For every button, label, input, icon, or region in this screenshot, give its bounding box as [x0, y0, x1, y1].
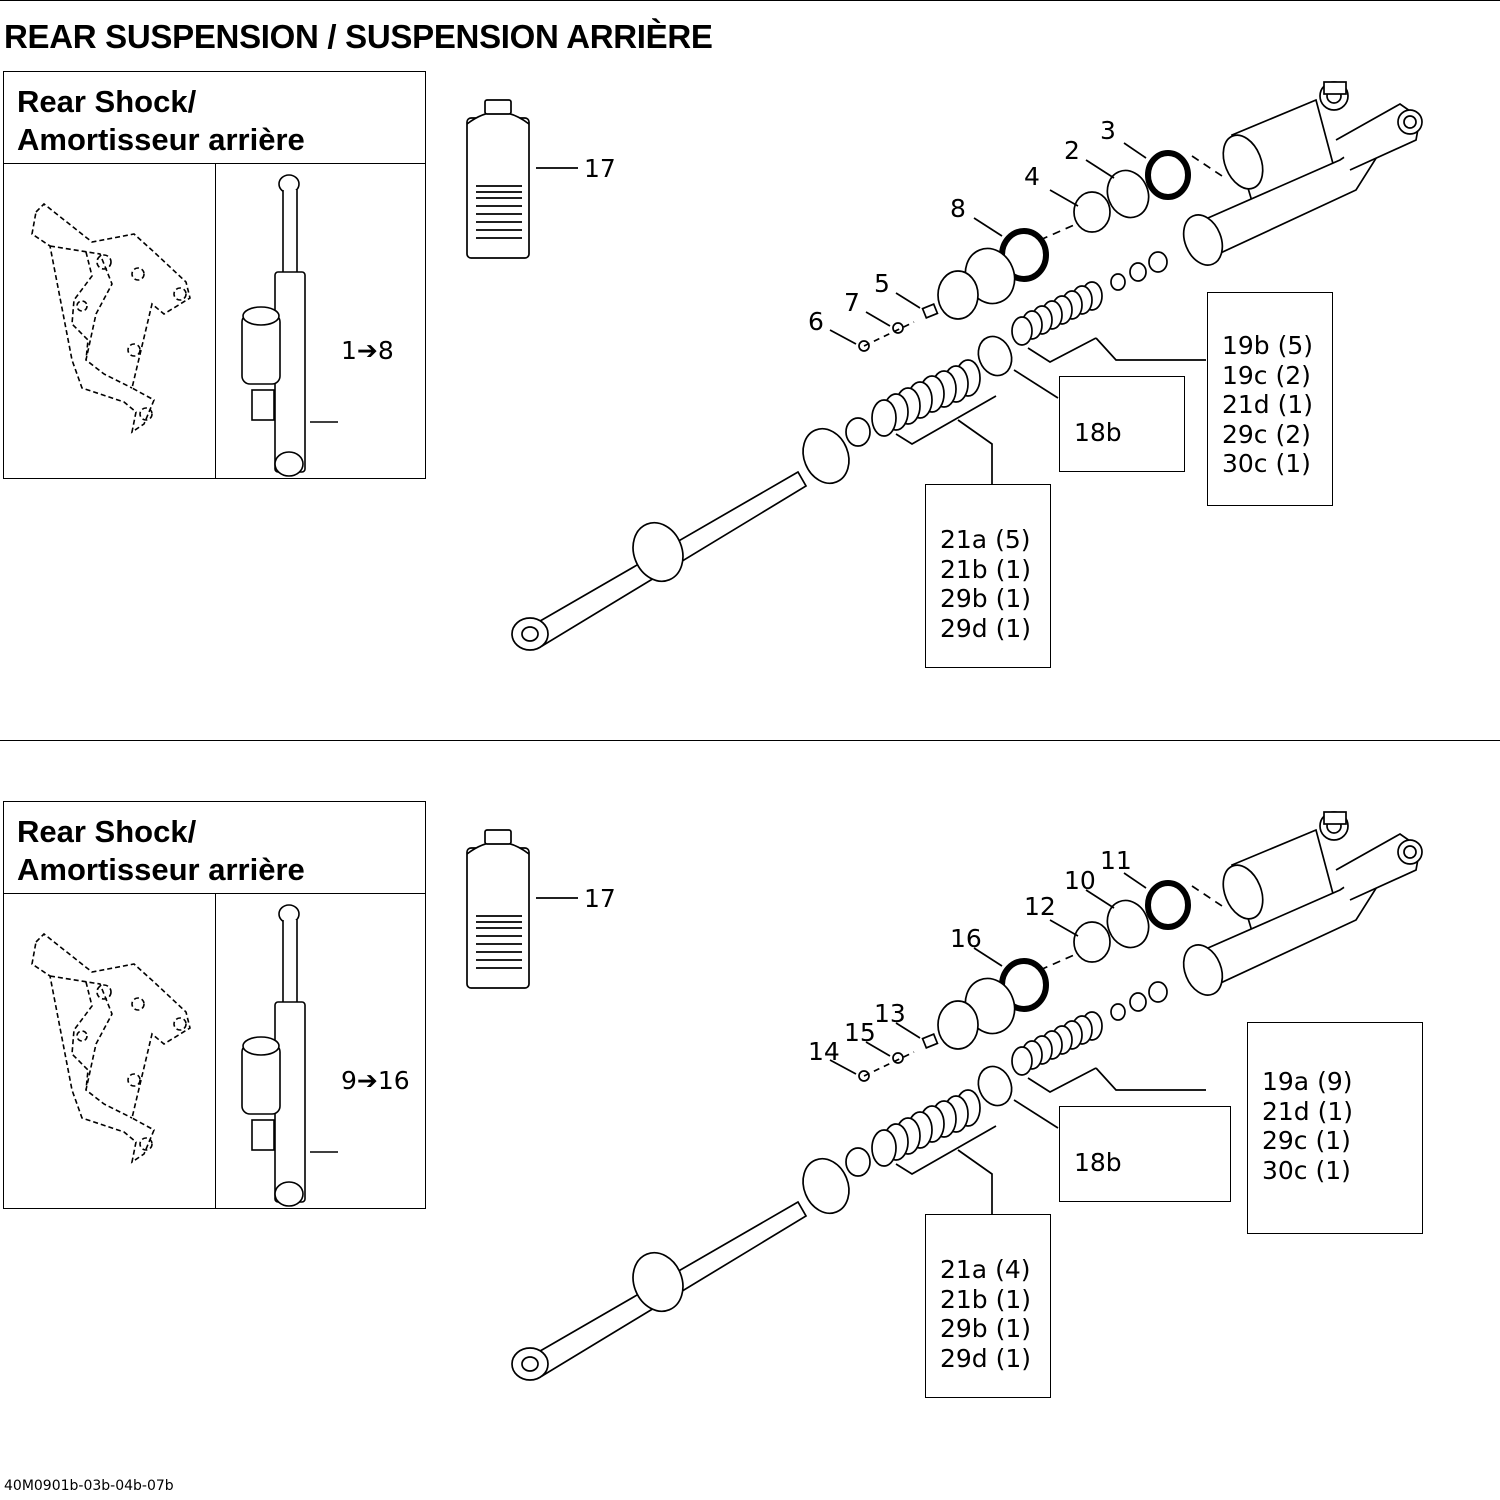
heading-english: Rear Shock/ — [17, 84, 197, 119]
locator-art — [31, 174, 338, 477]
heading-french: Amortisseur arrière — [17, 852, 305, 887]
locator-box: Rear Shock/ Amortisseur arrière — [3, 801, 426, 1209]
shaft-collar — [632, 521, 684, 583]
callout-part: 5 — [874, 269, 890, 298]
rear-stack-entry: 30c (1) — [1222, 449, 1311, 478]
shim-stack-front — [871, 359, 981, 437]
callout-part: 6 — [808, 307, 824, 336]
front-stack-entry: 21b (1) — [940, 554, 1032, 584]
rear-stack-entry: 19c (2) — [1222, 360, 1311, 390]
locator-box: Rear Shock/ Amortisseur arrière — [3, 71, 426, 479]
disc-part — [1073, 191, 1111, 233]
callout-part: 7 — [844, 288, 860, 317]
washer-part — [845, 417, 871, 447]
washer-part — [845, 1147, 871, 1177]
shaft-collar — [632, 1251, 684, 1313]
callout-part: 10 — [1064, 866, 1096, 895]
callout-part: 2 — [1064, 136, 1080, 165]
assembly-range-label: 9➔16 — [341, 1066, 410, 1095]
washer-part — [937, 1000, 979, 1050]
assembly-range-label: 1➔8 — [341, 336, 394, 365]
rear-stack-entry: 19a (9) — [1262, 1067, 1353, 1096]
callout-part: 15 — [844, 1018, 876, 1047]
callout-part: 13 — [874, 999, 906, 1028]
heading-french: Amortisseur arrière — [17, 122, 305, 157]
box-valve: 18b — [1059, 376, 1185, 472]
callout-oil: 17 — [584, 884, 616, 913]
locator-heading: Rear Shock/ Amortisseur arrière — [4, 72, 425, 164]
piston-part — [1106, 899, 1150, 949]
exploded-view — [466, 81, 1423, 651]
frame-locator-icon — [31, 932, 191, 1164]
rear-stack-entry: 29c (2) — [1222, 419, 1311, 449]
box-valve-label: 18b — [1074, 1148, 1122, 1177]
section-divider — [0, 740, 1500, 741]
o-ring-icon — [1145, 150, 1191, 200]
valve-body — [977, 335, 1013, 377]
piston-part — [1106, 169, 1150, 219]
locator-divider — [215, 164, 216, 478]
o-ring-icon — [1145, 880, 1191, 930]
front-stack-entry: 21a (5) — [940, 525, 1031, 554]
rear-stack-entry: 29c (1) — [1262, 1126, 1351, 1155]
callout-part: 12 — [1024, 892, 1056, 921]
page-title: REAR SUSPENSION / SUSPENSION ARRIÈRE — [4, 18, 713, 55]
callout-part: 16 — [950, 924, 982, 953]
callout-part: 3 — [1100, 116, 1116, 145]
front-stack-entry: 29d (1) — [940, 613, 1032, 643]
top-rule — [0, 0, 1500, 1]
locator-heading: Rear Shock/ Amortisseur arrière — [4, 802, 425, 894]
shock-assembly-icon — [1182, 81, 1423, 266]
callout-part: 4 — [1024, 162, 1040, 191]
valve-body — [977, 1065, 1013, 1107]
valve-core — [921, 303, 939, 319]
box-rear-stack: 19a (9)21d (1)29c (1)30c (1) — [1247, 1022, 1423, 1234]
shock-locator-icon — [241, 904, 306, 1207]
exploded-view — [466, 811, 1423, 1381]
box-front-stack: 21a (4)21b (1)29b (1)29d (1) — [925, 1214, 1051, 1398]
valve-core — [921, 1033, 939, 1049]
front-stack-entry: 29d (1) — [940, 1343, 1032, 1373]
locator-divider — [215, 894, 216, 1208]
shock-locator-icon — [241, 174, 306, 477]
bumper-part — [802, 427, 850, 485]
figure-code: 40M0901b-03b-04b-07b — [4, 1478, 174, 1494]
nut-icon — [1148, 251, 1168, 273]
front-stack-entry: 21b (1) — [940, 1284, 1032, 1314]
nut-icon — [1148, 981, 1168, 1003]
front-stack-entry: 29b (1) — [940, 1314, 1032, 1343]
rear-stack-entry: 21d (1) — [1262, 1096, 1354, 1126]
box-valve-label: 18b — [1074, 418, 1122, 447]
oil-bottle-icon — [466, 829, 530, 989]
locator-art — [31, 904, 338, 1207]
frame-locator-icon — [31, 202, 191, 434]
oil-bottle-icon — [466, 99, 530, 259]
box-valve: 18b — [1059, 1106, 1231, 1202]
callout-part: 8 — [950, 194, 966, 223]
callout-part: 11 — [1100, 846, 1132, 875]
heading-english: Rear Shock/ — [17, 814, 197, 849]
washer-part — [937, 270, 979, 320]
box-front-stack: 21a (5)21b (1)29b (1)29d (1) — [925, 484, 1051, 668]
shim-stack-front — [871, 1089, 981, 1167]
shim-stack-rear — [1011, 281, 1103, 346]
front-stack-entry: 29b (1) — [940, 584, 1032, 613]
shim-stack-rear — [1011, 1011, 1103, 1076]
disc-part — [1073, 921, 1111, 963]
box-rear-stack: 19b (5)19c (2)21d (1)29c (2)30c (1) — [1207, 292, 1333, 506]
rear-stack-entry: 30c (1) — [1262, 1155, 1351, 1185]
bumper-part — [802, 1157, 850, 1215]
callout-part: 14 — [808, 1037, 840, 1066]
front-stack-entry: 21a (4) — [940, 1255, 1031, 1284]
diagram-panel-1: Rear Shock/ Amortisseur arrière — [0, 0, 1500, 700]
diagram-panel-2: Rear Shock/ Amortisseur arrière — [0, 730, 1500, 1430]
callout-oil: 17 — [584, 154, 616, 183]
rear-stack-entry: 19b (5) — [1222, 331, 1314, 360]
rear-stack-entry: 21d (1) — [1222, 390, 1314, 419]
shock-assembly-icon — [1182, 811, 1423, 996]
